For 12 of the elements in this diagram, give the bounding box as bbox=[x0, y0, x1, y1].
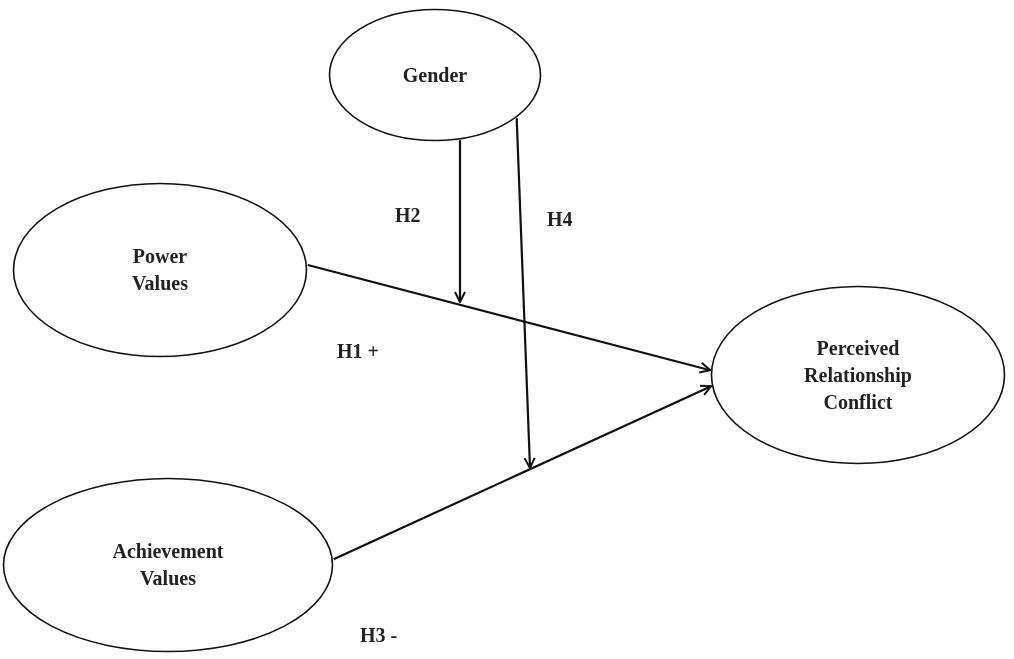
arrow bbox=[307, 263, 712, 374]
node-label: Achievement Values bbox=[111, 539, 225, 591]
arrow bbox=[333, 384, 713, 561]
arrow bbox=[515, 118, 536, 469]
node-label: Perceived Relationship Conflict bbox=[803, 335, 913, 415]
arrow bbox=[454, 140, 466, 303]
node-label: Power Values bbox=[131, 244, 189, 296]
ellipse-node bbox=[710, 285, 1006, 465]
node-label: Gender bbox=[401, 62, 469, 88]
ellipse-node bbox=[12, 182, 308, 358]
ellipse-node bbox=[328, 8, 542, 142]
ellipse-node bbox=[2, 477, 334, 653]
